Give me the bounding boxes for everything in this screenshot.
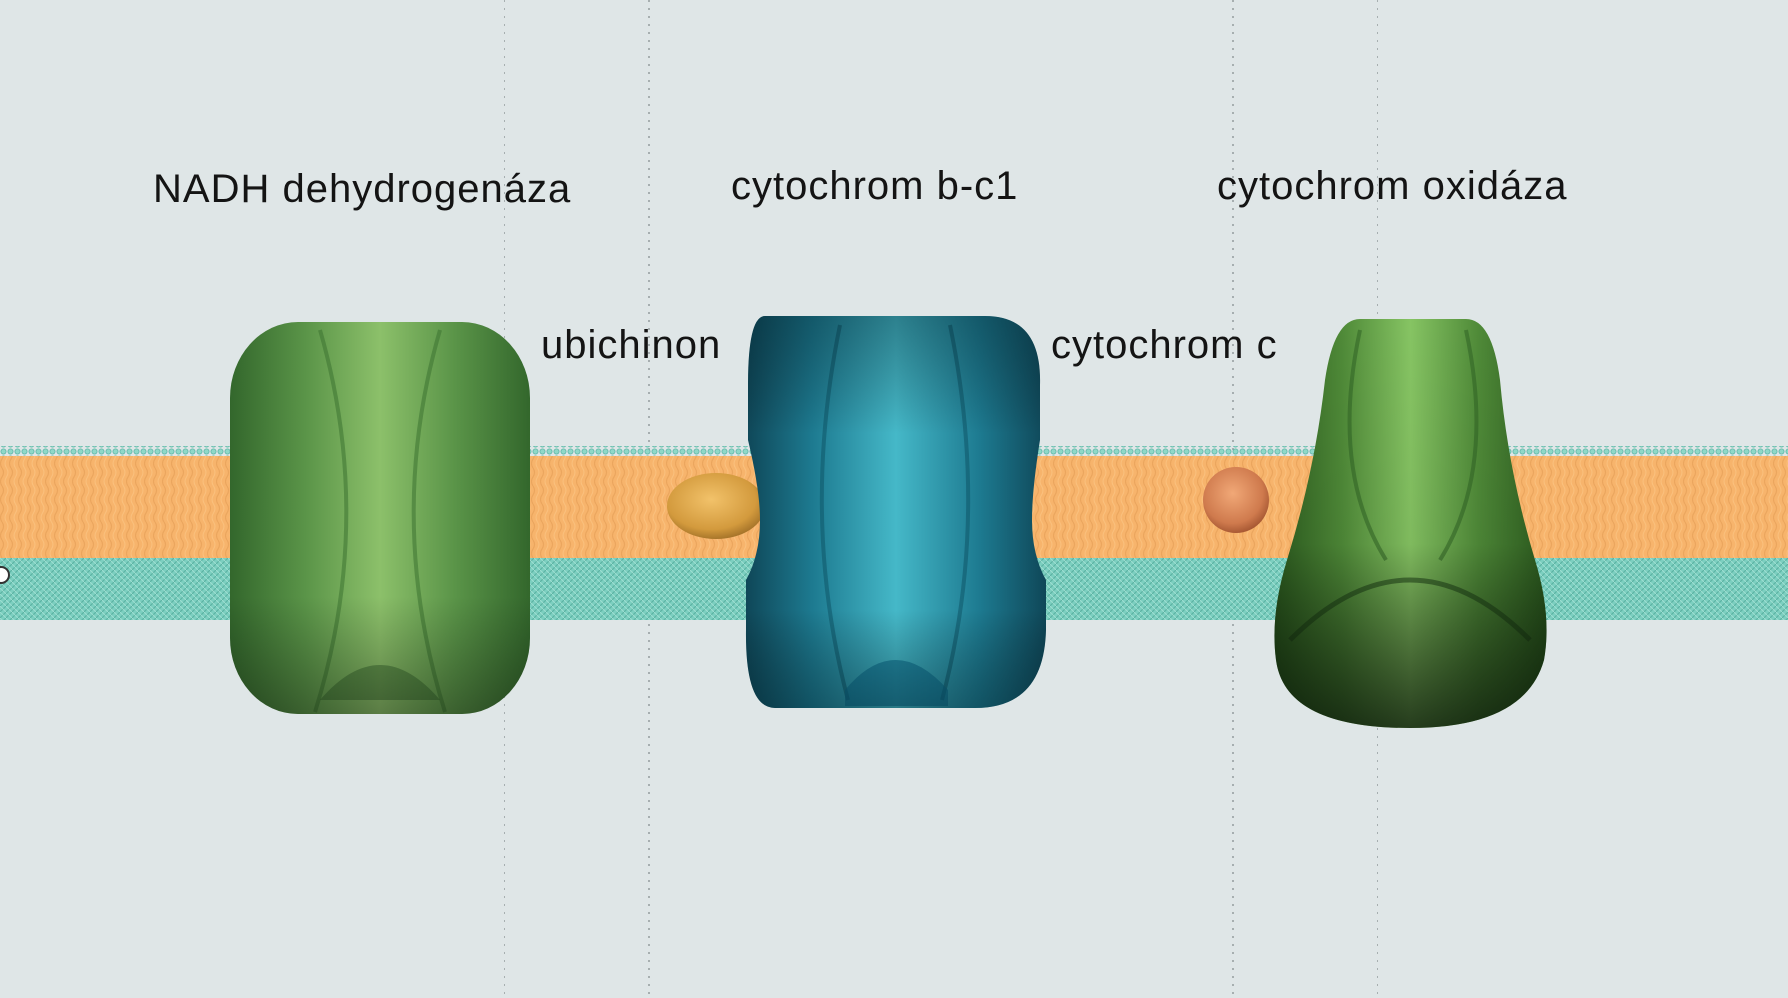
nadh-dehydrogenase-complex [230,322,530,714]
label-ubiquinone: ubichinon [541,323,722,367]
label-nadh-dehydrogenase: NADH dehydrogenáza [153,167,572,211]
label-cytochrome-bc1: cytochrom b-c1 [731,164,1019,208]
edge-marker-icon [0,566,10,584]
label-cytochrome-oxidase: cytochrom oxidáza [1217,164,1568,208]
ubiquinone-molecule [667,473,765,539]
label-cytochrome-c: cytochrom c [1051,323,1278,367]
cytochrome-c-molecule [1203,467,1269,533]
cytochrome-oxidase-complex [1274,319,1547,728]
cytochrome-bc1-complex [745,316,1046,708]
